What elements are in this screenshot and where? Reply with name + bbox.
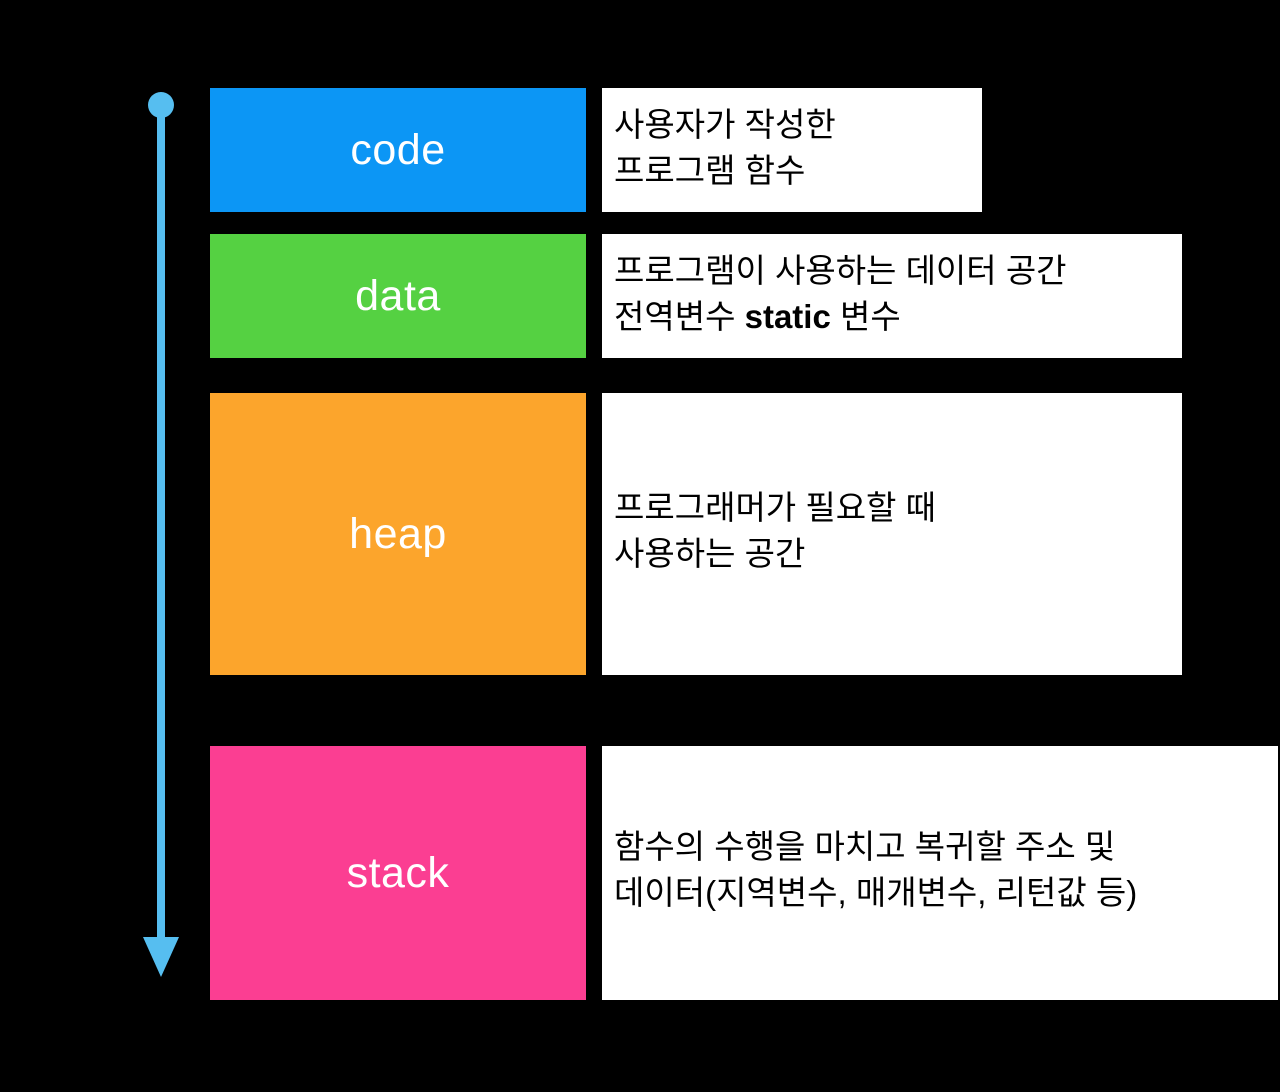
note-line: 함수의 수행을 마치고 복귀할 주소 및 (614, 828, 1116, 865)
memory-growth-arrow (141, 92, 183, 982)
segment-label-stack: stack (346, 848, 450, 897)
arrow-head-icon (143, 937, 179, 977)
note-line: 전역변수 static 변수 (614, 297, 901, 335)
memory-segment-code: code (210, 88, 586, 212)
segment-label-heap: heap (349, 509, 447, 558)
segment-label-code: code (350, 125, 446, 174)
segment-label-data: data (355, 271, 441, 320)
note-line: 프로그램 함수 (614, 151, 806, 189)
note-line: 데이터(지역변수, 매개변수, 리턴값 등) (614, 873, 1138, 911)
arrow-shaft (157, 112, 165, 942)
memory-segment-data: data (210, 234, 586, 358)
note-box-data: 프로그램이 사용하는 데이터 공간 전역변수 static 변수 (602, 234, 1182, 358)
note-box-heap: 프로그래머가 필요할 때 사용하는 공간 (602, 393, 1182, 675)
note-box-code: 사용자가 작성한 프로그램 함수 (602, 88, 982, 212)
note-line: 프로그래머가 필요할 때 (614, 489, 936, 526)
note-line: 사용하는 공간 (614, 534, 806, 572)
note-line: 프로그램이 사용하는 데이터 공간 (614, 252, 1067, 289)
memory-segment-stack: stack (210, 746, 586, 1000)
memory-segment-heap: heap (210, 393, 586, 675)
note-line: 사용자가 작성한 (614, 106, 836, 143)
note-box-stack: 함수의 수행을 마치고 복귀할 주소 및 데이터(지역변수, 매개변수, 리턴값… (602, 746, 1278, 1000)
